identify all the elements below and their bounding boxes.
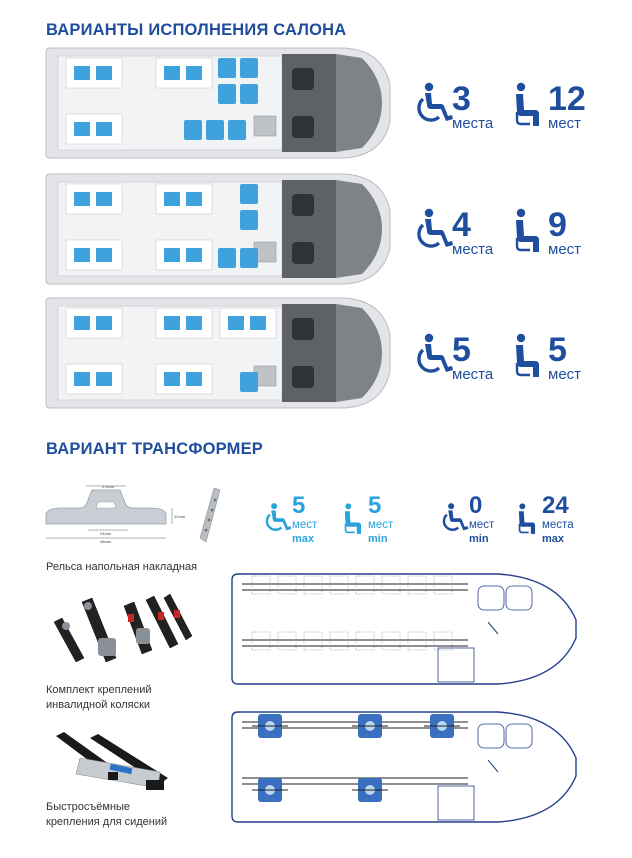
seat-unit: мест bbox=[548, 366, 582, 383]
transformer-unit: мест bbox=[469, 519, 495, 531]
seat-unit: мест bbox=[548, 115, 582, 132]
quick-release-seat-mount-photo bbox=[56, 732, 168, 790]
wheelchair-icon bbox=[412, 208, 454, 254]
wheelchair-restraint-kit-photo bbox=[53, 593, 193, 663]
transformer-seat-max: 24 места max bbox=[516, 494, 606, 546]
transformer-plan-wheelchairs bbox=[231, 711, 577, 823]
seat-count: 5 bbox=[548, 331, 567, 369]
seat-stat-2: 9 мест bbox=[512, 208, 592, 258]
wheelchair-count: 4 bbox=[452, 206, 471, 244]
rail-dim-label: 48mm bbox=[100, 539, 112, 544]
wheelchair-count: 5 bbox=[452, 331, 471, 369]
rail-dim-label: 24mm bbox=[100, 531, 112, 536]
wheelchair-unit: места bbox=[452, 366, 494, 383]
wheelchair-count: 3 bbox=[452, 80, 471, 118]
transformer-wheelchair-max: 5 мест max bbox=[262, 494, 342, 546]
seat-icon bbox=[512, 333, 546, 379]
transformer-count: 24 bbox=[542, 492, 569, 519]
transformer-count: 5 bbox=[292, 492, 306, 519]
wheelchair-stat-1: 3 места bbox=[412, 80, 493, 132]
wheelchair-stat-2: 4 места bbox=[412, 206, 493, 258]
wheelchair-icon bbox=[262, 502, 292, 536]
transformer-unit: места bbox=[542, 519, 574, 531]
wheelchair-unit: места bbox=[452, 115, 494, 132]
van-layout-image-3 bbox=[45, 297, 391, 409]
floor-rail-photo bbox=[199, 487, 221, 543]
seat-stat-3: 5 мест bbox=[512, 333, 592, 383]
wheelchair-icon bbox=[412, 333, 454, 379]
seat-stat-1: 12 мест bbox=[512, 82, 592, 132]
transformer-unit: мест bbox=[368, 519, 394, 531]
transformer-wheelchair-min: 0 мест min bbox=[439, 494, 519, 546]
caption-floor-rail: Рельса напольная накладная bbox=[46, 561, 198, 573]
transformer-count: 0 bbox=[469, 492, 483, 519]
seat-icon bbox=[516, 502, 540, 536]
transformer-qualifier: min bbox=[368, 533, 388, 545]
rail-dim-label: 2.5mm bbox=[102, 484, 115, 489]
wheelchair-stat-3: 5 места bbox=[412, 331, 493, 383]
seat-unit: мест bbox=[548, 241, 582, 258]
transformer-qualifier: max bbox=[542, 533, 565, 545]
wheelchair-icon bbox=[439, 502, 469, 536]
van-layout-image-2 bbox=[45, 173, 391, 285]
caption-quick-release-mounts: Быстросъёмные крепления для сидений bbox=[46, 801, 168, 828]
van-layout-image-1 bbox=[45, 47, 391, 159]
seat-count: 9 bbox=[548, 206, 567, 244]
rail-profile-drawing: 2.5mm 24mm 48mm 12mm bbox=[45, 484, 221, 544]
wheelchair-unit: места bbox=[452, 241, 494, 258]
transformer-count: 5 bbox=[368, 492, 382, 519]
seat-icon bbox=[342, 502, 366, 536]
seat-icon bbox=[512, 82, 546, 128]
transformer-unit: мест bbox=[292, 519, 318, 531]
wheelchair-icon bbox=[412, 82, 454, 128]
caption-wheelchair-restraints: Комплект креплений инвалидной коляски bbox=[46, 684, 152, 711]
seat-icon bbox=[512, 208, 546, 254]
transformer-qualifier: max bbox=[292, 533, 315, 545]
section-title-transformer: ВАРИАНТ ТРАНСФОРМЕР bbox=[46, 440, 264, 458]
seat-count: 12 bbox=[548, 80, 586, 118]
transformer-plan-seats bbox=[231, 573, 577, 685]
transformer-qualifier: min bbox=[469, 533, 489, 545]
rail-dim-label: 12mm bbox=[174, 514, 186, 519]
transformer-seat-min: 5 мест min bbox=[342, 494, 422, 546]
section-title-layouts: ВАРИАНТЫ ИСПОЛНЕНИЯ САЛОНА bbox=[46, 21, 347, 39]
